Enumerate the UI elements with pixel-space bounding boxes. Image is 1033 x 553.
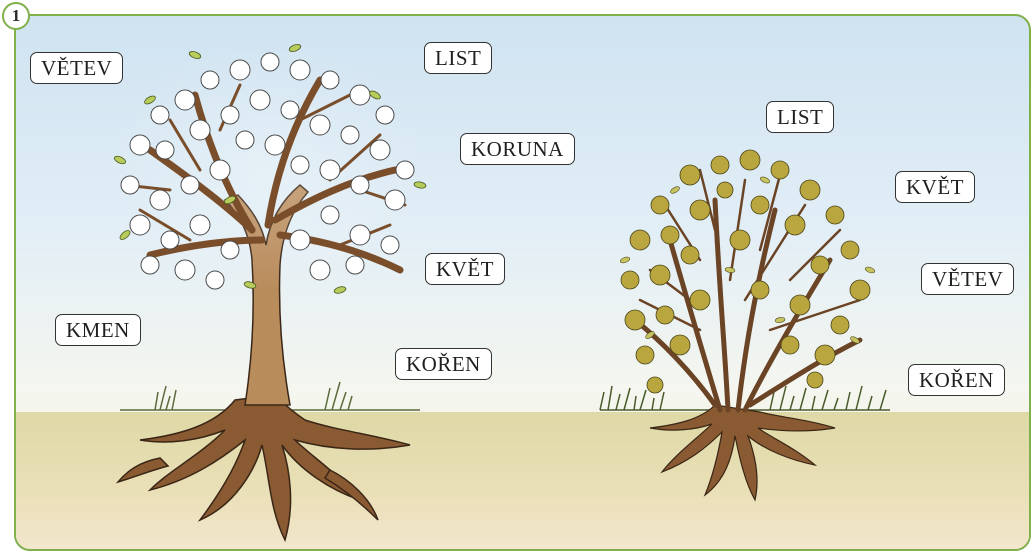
roots-left xyxy=(115,394,411,543)
label-koren-left: KOŘEN xyxy=(395,348,492,380)
label-kvet-right: KVĚT xyxy=(895,171,975,203)
blossoming-tree xyxy=(108,40,428,543)
roots-right xyxy=(649,404,836,502)
label-list-left: LIST xyxy=(424,42,493,74)
label-kvet-left: KVĚT xyxy=(425,253,505,285)
flowering-shrub xyxy=(599,149,890,502)
exercise-number: 1 xyxy=(11,6,21,25)
grass-right xyxy=(599,385,890,411)
label-koren-right: KOŘEN xyxy=(908,364,1005,396)
label-koruna: KORUNA xyxy=(460,133,575,165)
label-kmen: KMEN xyxy=(55,314,141,346)
label-list-right: LIST xyxy=(766,101,835,133)
label-vetev-right: VĚTEV xyxy=(921,263,1015,295)
leaves-left xyxy=(114,44,427,294)
label-vetev-left: VĚTEV xyxy=(30,52,124,84)
leaves-right xyxy=(619,176,876,344)
blossoms-left xyxy=(120,52,415,290)
foliage-right xyxy=(620,149,871,394)
exercise-number-badge: 1 xyxy=(2,2,30,30)
stems-right xyxy=(632,197,863,413)
